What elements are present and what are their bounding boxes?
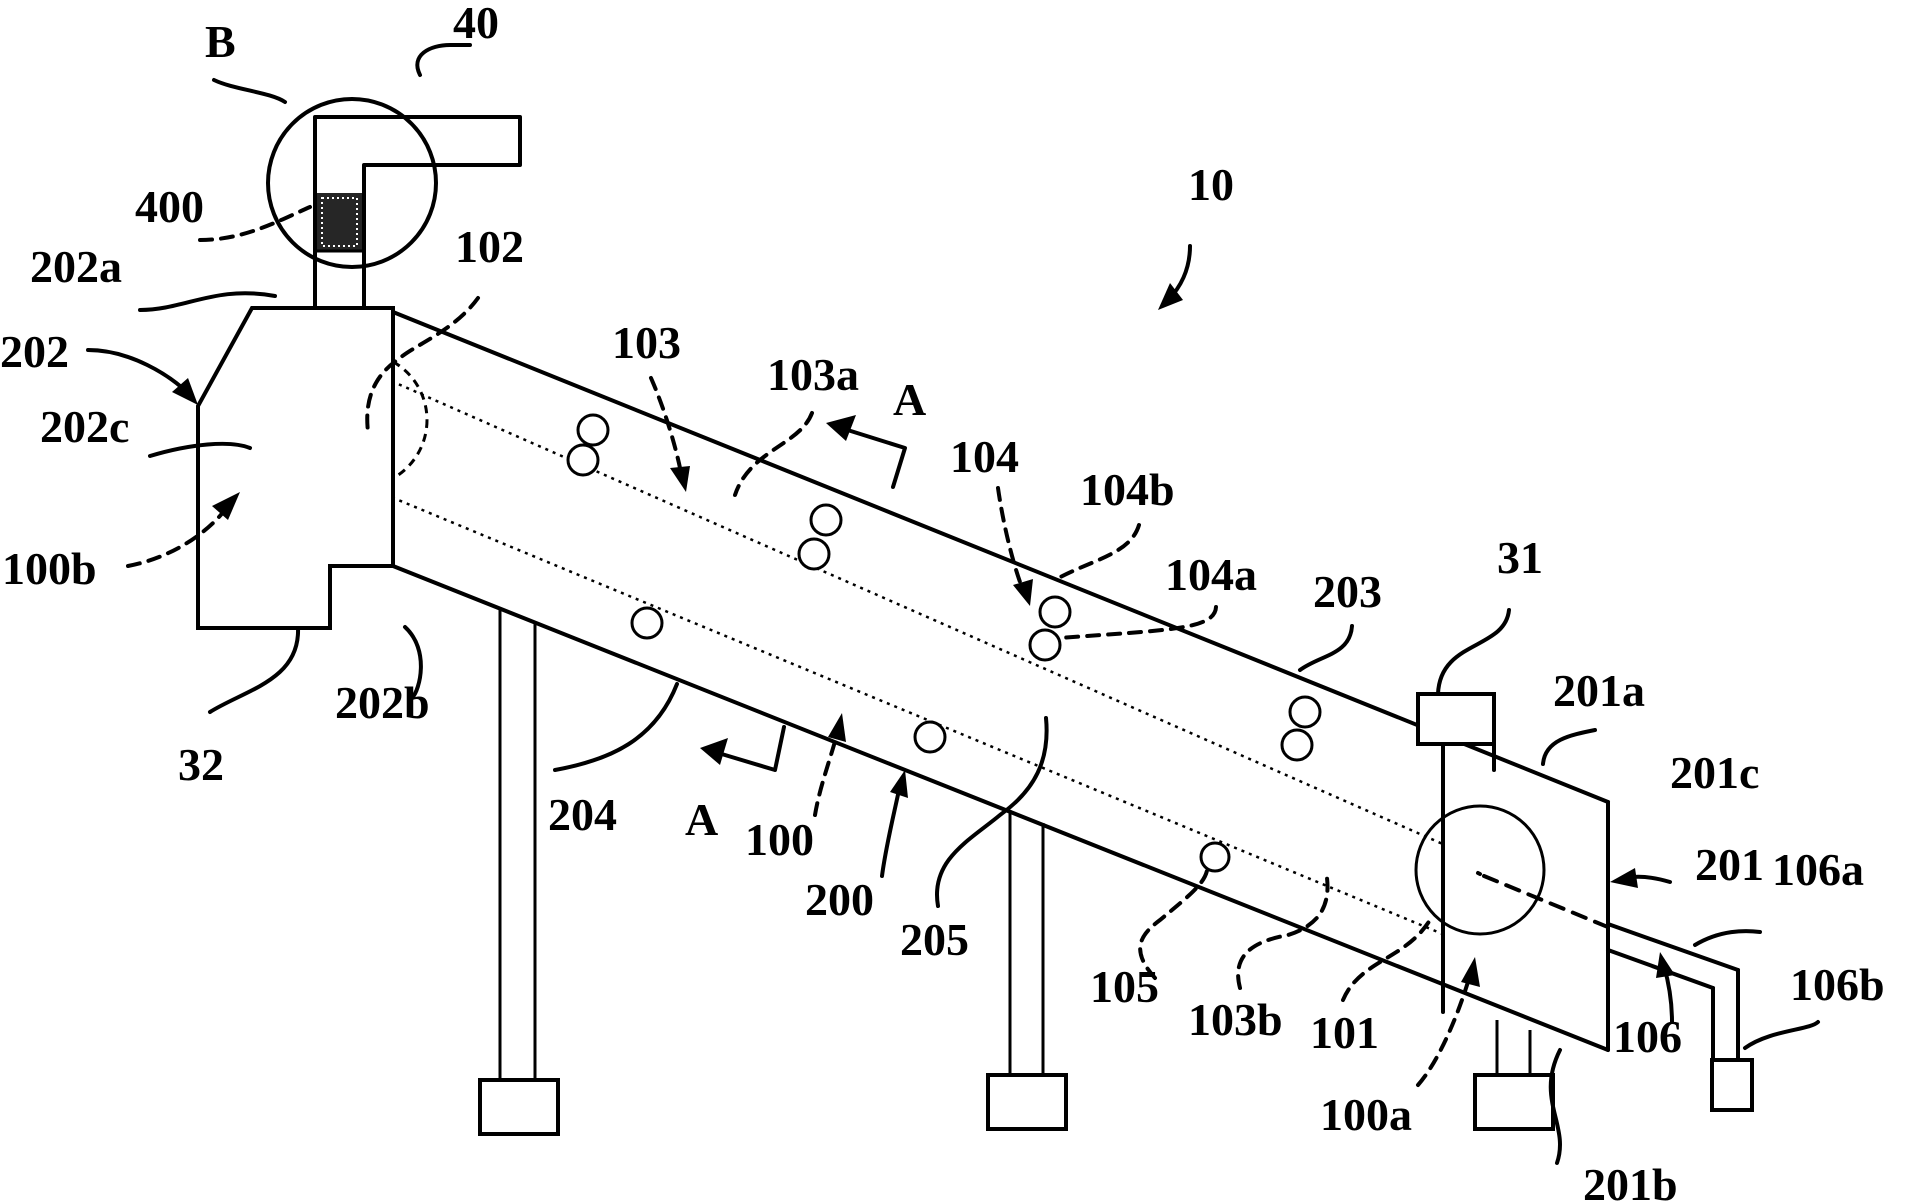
drain-pipe: [1606, 922, 1754, 1112]
label-104b: 104b: [1080, 464, 1175, 515]
left-box: [196, 306, 395, 630]
label-201b: 201b: [1583, 1159, 1678, 1202]
label-202: 202: [0, 326, 69, 377]
label-105: 105: [1090, 961, 1159, 1012]
label-102: 102: [455, 221, 524, 272]
label-104: 104: [950, 431, 1019, 482]
label-103b: 103b: [1188, 994, 1283, 1045]
leader-lines: [138, 43, 1820, 1165]
label-200: 200: [805, 874, 874, 925]
label-40: 40: [453, 0, 499, 48]
right-box: [1416, 692, 1496, 1014]
label-202c: 202c: [40, 401, 129, 452]
arrow-201: [1610, 868, 1672, 888]
arrow-103: [649, 376, 690, 492]
label-b: B: [205, 16, 236, 67]
label-201c: 201c: [1670, 747, 1759, 798]
label-201a: 201a: [1553, 665, 1645, 716]
label-a-bottom: A: [685, 794, 718, 845]
label-103: 103: [612, 317, 681, 368]
label-400: 400: [135, 181, 204, 232]
label-101: 101: [1310, 1007, 1379, 1058]
conveyor-housing: [391, 310, 1610, 1052]
label-106: 106: [1613, 1011, 1682, 1062]
holes: [566, 413, 1322, 873]
arrow-100a: [1416, 957, 1480, 1087]
label-202a: 202a: [30, 241, 122, 292]
label-32: 32: [178, 739, 224, 790]
label-203: 203: [1313, 566, 1382, 617]
label-204: 204: [548, 789, 617, 840]
label-104a: 104a: [1165, 549, 1257, 600]
support-leg-middle: [986, 810, 1068, 1131]
section-arrow-top: [826, 415, 907, 489]
arrow-200: [880, 770, 908, 878]
label-103a: 103a: [767, 349, 859, 400]
motor: [1416, 692, 1496, 746]
label-a-top: A: [893, 374, 926, 425]
support-leg-right: [1473, 1020, 1555, 1131]
label-100b: 100b: [2, 543, 97, 594]
arrow-100: [813, 713, 846, 817]
label-201: 201: [1695, 839, 1764, 890]
label-100a: 100a: [1320, 1089, 1412, 1140]
arrow-106: [1656, 952, 1675, 1024]
sprocket-lower: [1414, 804, 1546, 936]
arrow-100b: [126, 492, 240, 568]
section-arrow-bottom: [700, 725, 786, 772]
detail-circle-b: [266, 97, 438, 269]
label-100: 100: [745, 814, 814, 865]
arrow-202: [86, 348, 198, 405]
chimney: [266, 97, 522, 310]
arrow-104: [996, 486, 1033, 606]
label-106a: 106a: [1772, 844, 1864, 895]
label-202b: 202b: [335, 677, 430, 728]
filter-element: [317, 193, 362, 251]
inner-conveyor-tube: [291, 351, 1546, 937]
label-205: 205: [900, 914, 969, 965]
label-31: 31: [1497, 532, 1543, 583]
shaft-dashed: [1476, 871, 1617, 932]
arrow-10: [1158, 244, 1192, 310]
support-legs: [478, 608, 1555, 1136]
support-leg-left: [478, 608, 560, 1136]
label-10: 10: [1188, 159, 1234, 210]
label-106b: 106b: [1790, 959, 1885, 1010]
